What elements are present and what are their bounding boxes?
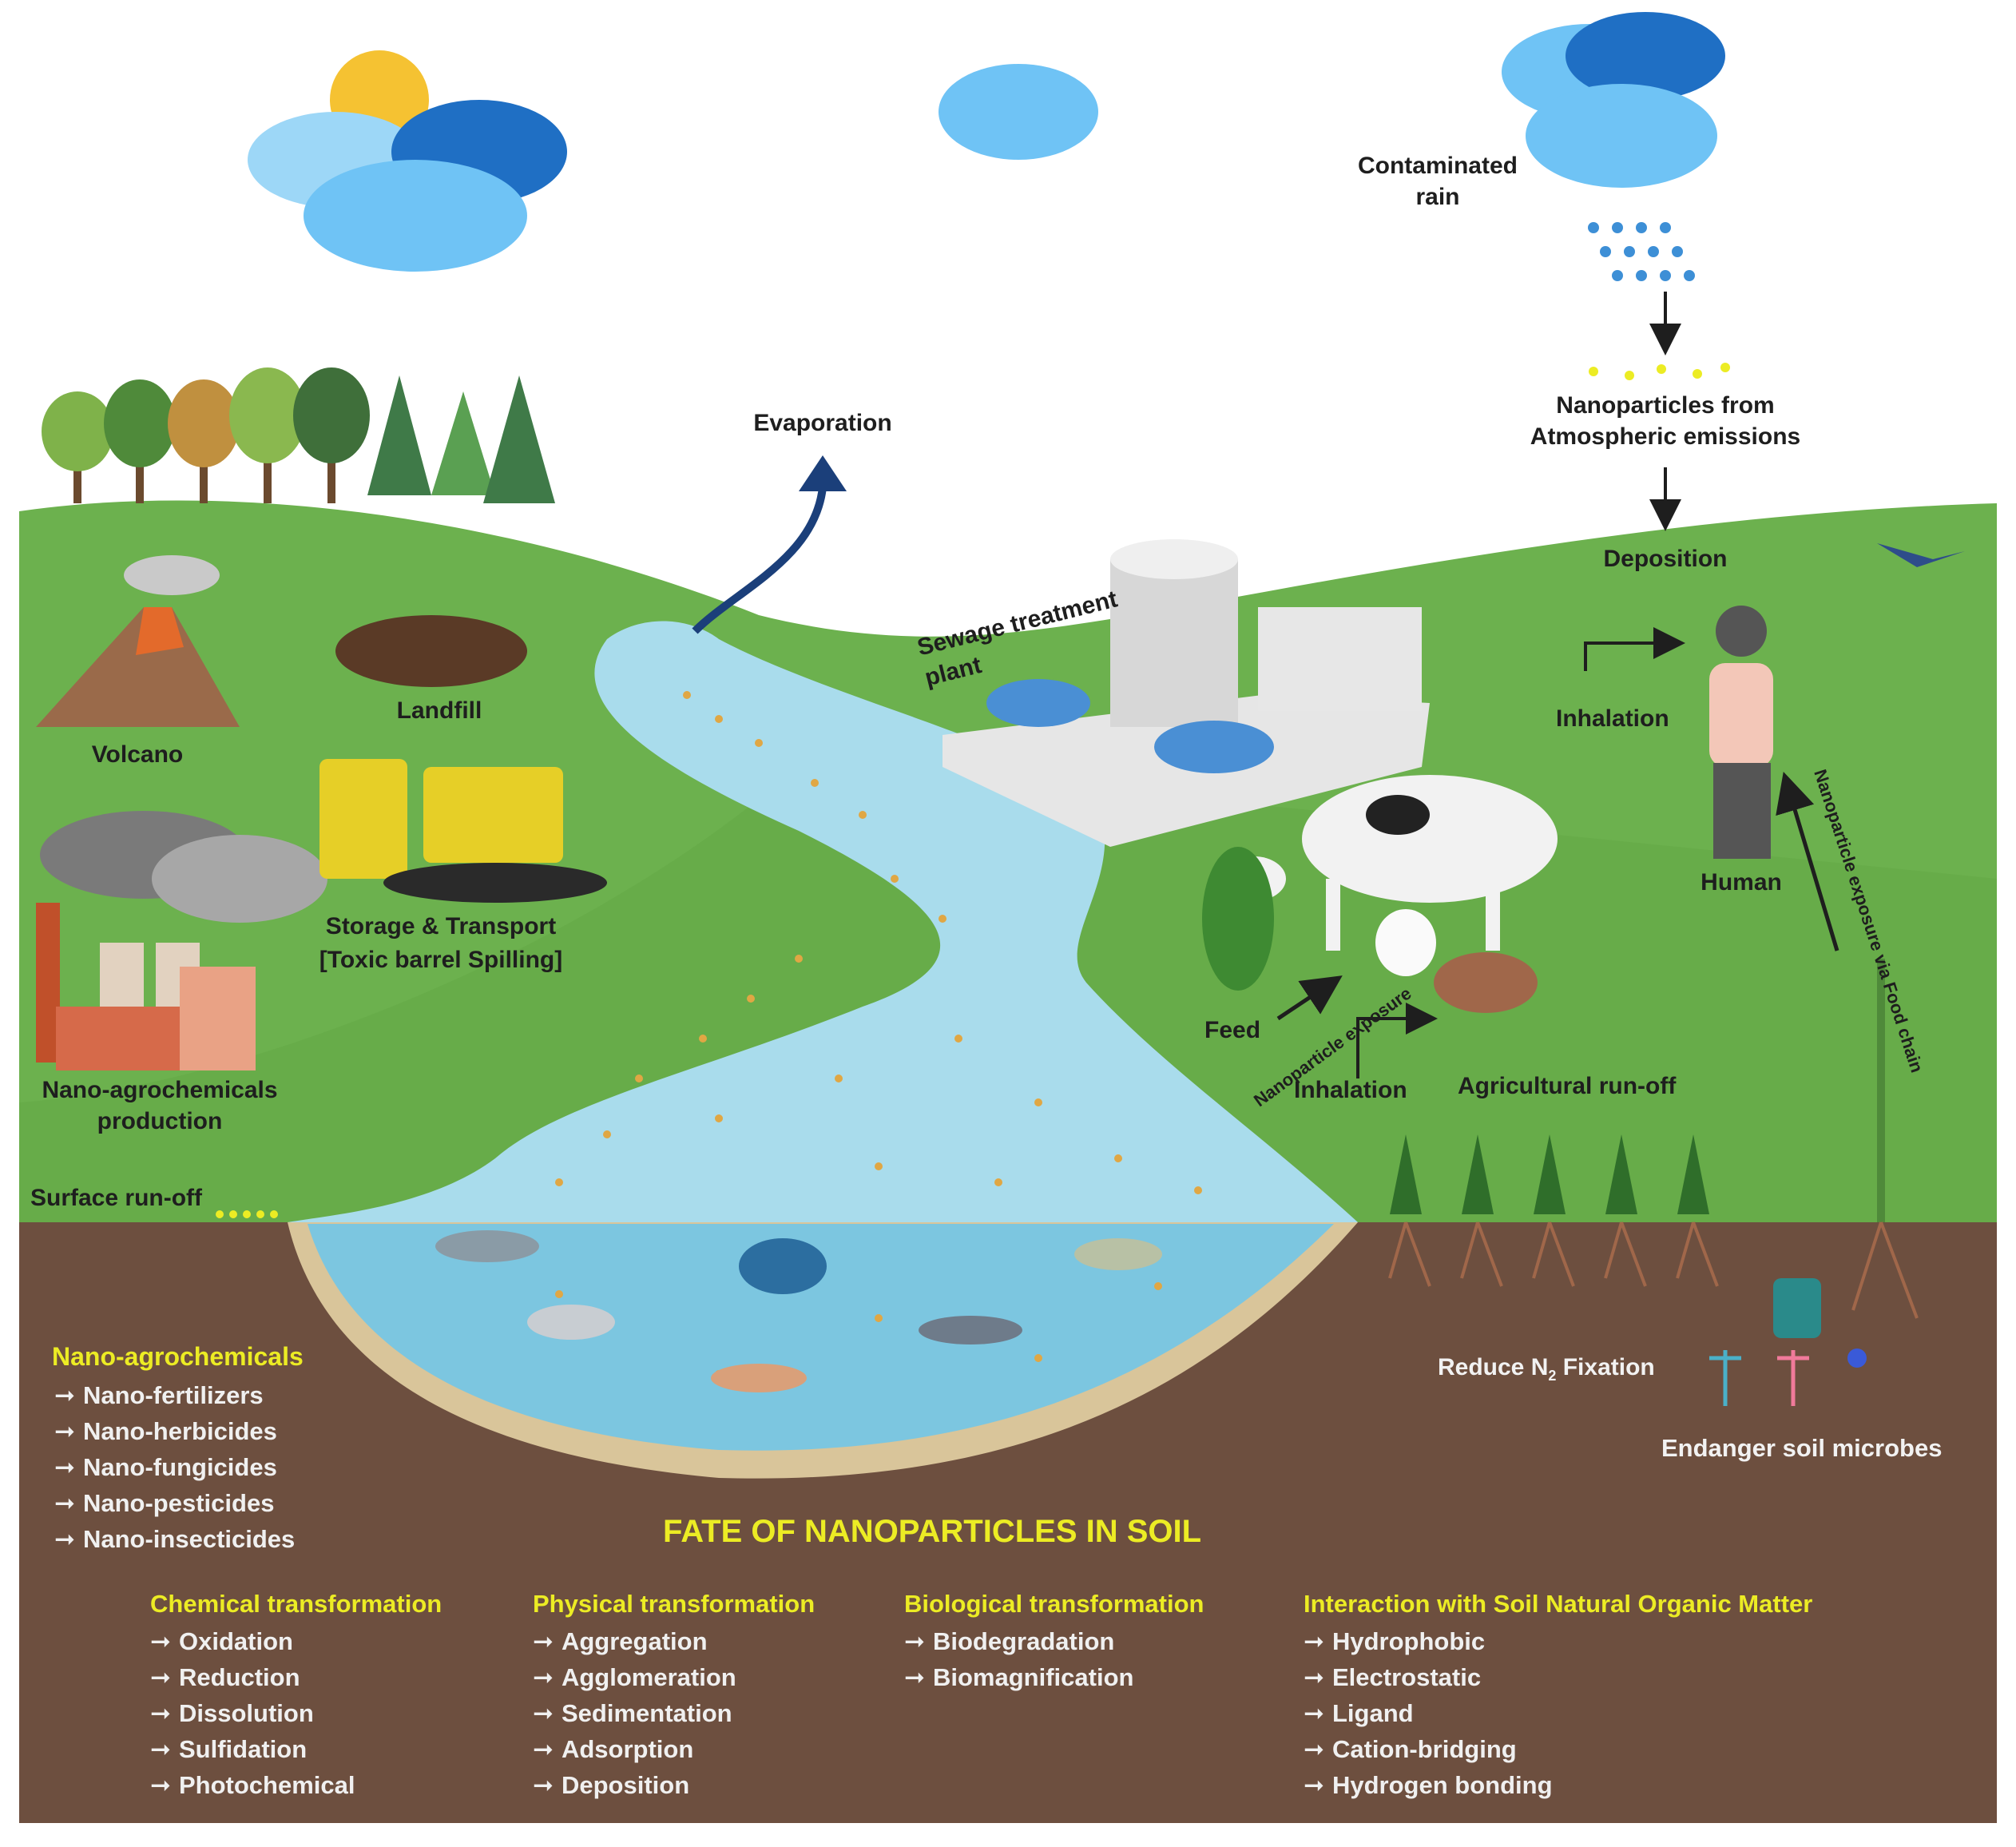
column-heading: Physical transformation	[533, 1590, 816, 1618]
list-item: ➞Photochemical	[150, 1771, 355, 1799]
reduce-n2-label: Reduce N2 Fixation	[1438, 1354, 1655, 1384]
chemical-transformation-column: Chemical transformation ➞Oxidation ➞Redu…	[150, 1590, 442, 1803]
food-chain-arrow	[1776, 772, 1839, 951]
list-item: ➞Biomagnification	[904, 1663, 1134, 1691]
bird-icon	[1877, 543, 1965, 567]
list-item: ➞Sulfidation	[150, 1735, 308, 1763]
cloud-icon	[939, 64, 1098, 160]
list-item: ➞Agglomeration	[533, 1663, 736, 1691]
forest-icon	[42, 367, 555, 503]
list-item: ➞Ligand	[1304, 1699, 1414, 1727]
column-heading: Biological transformation	[904, 1590, 1204, 1618]
list-item: ➞Nano-insecticides	[54, 1525, 296, 1553]
crops-icon	[1390, 959, 1885, 1222]
inhalation-arrow	[1584, 627, 1685, 671]
list-item: ➞Sedimentation	[533, 1699, 732, 1727]
inhalation-animals-label: Inhalation	[1294, 1077, 1407, 1103]
surface-runoff-label: Surface run-off	[30, 1185, 203, 1211]
factory-icon	[36, 811, 327, 1070]
list-item: ➞Hydrophobic	[1304, 1627, 1486, 1655]
deposition-label: Deposition	[1603, 546, 1728, 572]
volcano-icon	[36, 555, 240, 727]
landfill-label: Landfill	[396, 697, 482, 724]
list-item: ➞Nano-herbicides	[54, 1417, 277, 1445]
barrels-icon	[319, 759, 607, 903]
lake-basin	[288, 1222, 1358, 1479]
nano-agrochemicals-heading: Nano-agrochemicals	[52, 1342, 304, 1371]
toxic-barrel-label: [Toxic barrel Spilling]	[319, 947, 563, 973]
goat-icon	[1434, 952, 1538, 1013]
evaporation-arrowhead	[799, 455, 847, 491]
evaporation-label: Evaporation	[753, 410, 892, 436]
nanoparticle-dots	[216, 1210, 278, 1218]
list-item: ➞Nano-fertilizers	[54, 1381, 264, 1409]
atmospheric-emissions-label: Nanoparticles from Atmospheric emissions	[1530, 392, 1801, 450]
human-label: Human	[1701, 869, 1782, 896]
biological-transformation-column: Biological transformation ➞Biodegradatio…	[904, 1590, 1204, 1695]
sewage-plant-icon	[943, 539, 1430, 847]
soil-microbes-icon	[1709, 1278, 1867, 1406]
soil-organic-matter-column: Interaction with Soil Natural Organic Ma…	[1304, 1590, 1812, 1803]
physical-transformation-column: Physical transformation ➞Aggregation ➞Ag…	[533, 1590, 815, 1803]
landfill-icon	[335, 615, 527, 687]
evaporation-arrow	[692, 487, 827, 634]
column-heading: Interaction with Soil Natural Organic Ma…	[1304, 1590, 1813, 1618]
roots-icon	[1388, 1221, 1919, 1319]
volcano-label: Volcano	[91, 741, 184, 768]
nano-agro-production-label: Nano-agrochemicals production	[42, 1077, 278, 1134]
river	[288, 621, 1358, 1222]
nanoparticle-dots	[1589, 363, 1730, 380]
storage-transport-label: Storage & Transport	[325, 913, 557, 939]
cloud-icon	[1502, 12, 1725, 188]
list-item: ➞Oxidation	[150, 1627, 293, 1655]
human-icon	[1709, 606, 1773, 859]
list-item: ➞Cation-bridging	[1304, 1735, 1517, 1763]
list-item: ➞Dissolution	[150, 1699, 314, 1727]
list-item: ➞Deposition	[533, 1771, 690, 1799]
list-item: ➞Nano-pesticides	[54, 1489, 275, 1517]
agri-runoff-label: Agricultural run-off	[1458, 1073, 1677, 1099]
inhalation-arrow-animals	[1356, 1003, 1438, 1078]
contaminated-rain-label: Contaminated rain	[1357, 153, 1518, 210]
column-heading: Chemical transformation	[150, 1590, 442, 1618]
list-item: ➞Reduction	[150, 1663, 300, 1691]
fish-icon	[435, 1230, 1162, 1392]
list-item: ➞Nano-fungicides	[54, 1453, 277, 1481]
fate-title: FATE OF NANOPARTICLES IN SOIL	[663, 1514, 1202, 1549]
list-item: ➞Electrostatic	[1304, 1663, 1482, 1691]
rain-drops-icon	[1588, 222, 1695, 281]
endanger-microbes-label: Endanger soil microbes	[1661, 1434, 1943, 1462]
feed-label: Feed	[1204, 1017, 1261, 1043]
nano-agrochemicals-list: ➞Nano-fertilizers ➞Nano-herbicides ➞Nano…	[54, 1377, 295, 1557]
list-item: ➞Adsorption	[533, 1735, 694, 1763]
cloud-icon	[248, 100, 567, 272]
grass-tuft-icon	[1202, 847, 1274, 991]
inhalation-human-label: Inhalation	[1556, 705, 1669, 732]
list-item: ➞Aggregation	[533, 1627, 708, 1655]
feed-arrow	[1276, 975, 1343, 1021]
list-item: ➞Hydrogen bonding	[1304, 1771, 1553, 1799]
list-item: ➞Biodegradation	[904, 1627, 1115, 1655]
chicken-icon	[1375, 909, 1436, 976]
